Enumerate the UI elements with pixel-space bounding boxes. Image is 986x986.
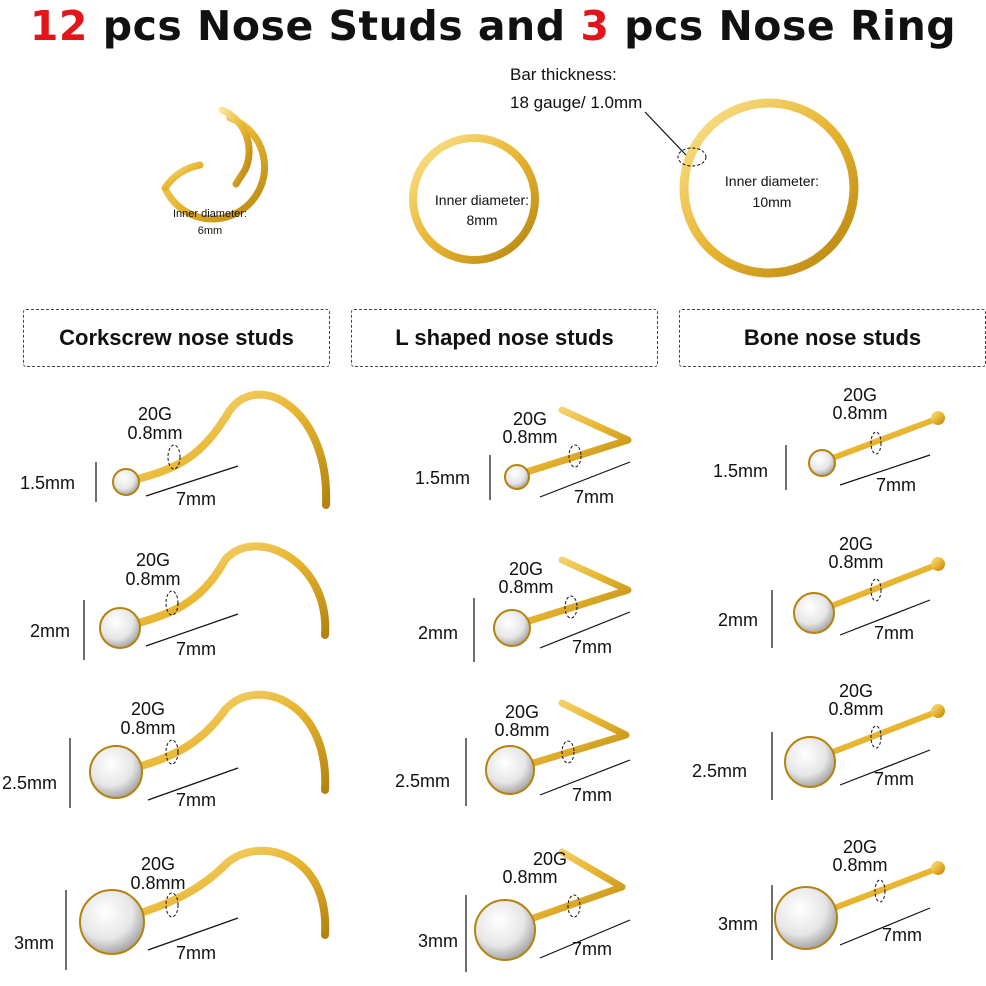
corkscrew-3-size: 2.5mm xyxy=(2,773,58,793)
l-shaped-1-size: 1.5mm xyxy=(415,468,471,488)
page-title: 12 pcs Nose Studs and 3 pcs Nose Ring xyxy=(0,2,986,50)
l-shaped-4-length: 7mm xyxy=(572,939,612,959)
l-shaped-studs xyxy=(465,406,632,972)
bone-studs xyxy=(771,411,945,960)
l-shaped-3-size: 2.5mm xyxy=(395,771,451,791)
bone-2-gauge: 20G xyxy=(838,534,874,554)
bar-thickness-label: Bar thickness: xyxy=(510,65,617,84)
bone-4-thickness: 0.8mm xyxy=(832,855,888,875)
corkscrew-2-gauge: 20G xyxy=(135,550,171,570)
category-corkscrew: Corkscrew nose studs xyxy=(23,309,330,367)
corkscrew-4-length: 7mm xyxy=(176,943,216,963)
bone-3-length: 7mm xyxy=(874,769,914,789)
corkscrew-3-thickness: 0.8mm xyxy=(120,718,176,738)
bone-2-length: 7mm xyxy=(874,623,914,643)
corkscrew-4-gauge: 20G xyxy=(140,854,176,874)
ring-8mm xyxy=(409,134,539,264)
bone-4-length: 7mm xyxy=(882,925,922,945)
bone-1-gauge: 20G xyxy=(842,385,878,405)
corkscrew-studs xyxy=(65,390,331,970)
corkscrew-1-thickness: 0.8mm xyxy=(127,423,183,443)
corkscrew-2-thickness: 0.8mm xyxy=(125,569,181,589)
l-shaped-2-thickness: 0.8mm xyxy=(498,577,554,597)
corkscrew-1-size: 1.5mm xyxy=(20,473,76,493)
bone-3-size: 2.5mm xyxy=(692,761,748,781)
corkscrew-3-gauge: 20G xyxy=(130,699,166,719)
bone-3-thickness: 0.8mm xyxy=(828,699,884,719)
bone-3-gauge: 20G xyxy=(838,681,874,701)
ring-8mm-label: Inner diameter: xyxy=(434,192,530,208)
corkscrew-4-size: 3mm xyxy=(14,933,54,953)
bar-thickness-value: 18 gauge/ 1.0mm xyxy=(510,93,643,112)
l-shaped-1-length: 7mm xyxy=(574,487,614,507)
l-shaped-2-size: 2mm xyxy=(418,623,458,643)
title-text-studs: pcs Nose Studs and xyxy=(87,2,581,50)
l-shaped-4-thickness: 0.8mm xyxy=(502,867,558,887)
l-shaped-2-gauge: 20G xyxy=(508,559,544,579)
bone-2-size: 2mm xyxy=(718,610,758,630)
l-shaped-1-gauge: 20G xyxy=(512,409,548,429)
l-shaped-3-length: 7mm xyxy=(572,785,612,805)
ring-10mm xyxy=(644,98,859,278)
bone-1-thickness: 0.8mm xyxy=(832,403,888,423)
title-count-rings: 3 xyxy=(580,2,610,50)
ring-6mm-label: Inner diameter: xyxy=(173,208,247,220)
bone-2-thickness: 0.8mm xyxy=(828,552,884,572)
l-shaped-3-thickness: 0.8mm xyxy=(494,720,550,740)
ring-6mm-value: 6mm xyxy=(197,225,223,237)
ring-6mm xyxy=(161,106,269,223)
corkscrew-1-length: 7mm xyxy=(176,489,216,509)
category-l-shaped: L shaped nose studs xyxy=(351,309,658,367)
bone-1-length: 7mm xyxy=(876,475,916,495)
bone-4-size: 3mm xyxy=(718,914,758,934)
title-text-rings: pcs Nose Ring xyxy=(609,2,957,50)
l-shaped-3-gauge: 20G xyxy=(504,702,540,722)
ring-10mm-label: Inner diameter: xyxy=(724,173,820,189)
title-count-studs: 12 xyxy=(29,2,88,50)
ring-8mm-value: 8mm xyxy=(466,212,498,228)
bone-4-gauge: 20G xyxy=(842,837,878,857)
corkscrew-2-size: 2mm xyxy=(30,621,70,641)
corkscrew-1-gauge: 20G xyxy=(137,404,173,424)
corkscrew-4-thickness: 0.8mm xyxy=(130,873,186,893)
l-shaped-2-length: 7mm xyxy=(572,637,612,657)
l-shaped-4-size: 3mm xyxy=(418,931,458,951)
corkscrew-3-length: 7mm xyxy=(176,790,216,810)
category-bone: Bone nose studs xyxy=(679,309,986,367)
corkscrew-2-length: 7mm xyxy=(176,639,216,659)
l-shaped-4-gauge: 20G xyxy=(532,849,568,869)
bone-1-size: 1.5mm xyxy=(713,461,769,481)
l-shaped-1-thickness: 0.8mm xyxy=(502,427,558,447)
ring-10mm-value: 10mm xyxy=(752,194,792,210)
